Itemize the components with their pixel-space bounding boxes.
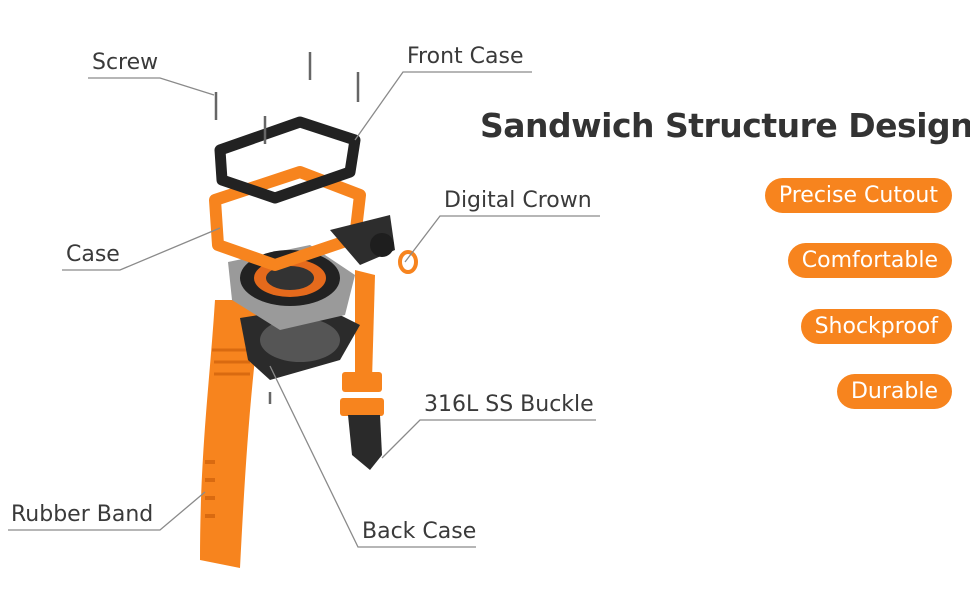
feature-badge-precise-cutout: Precise Cutout — [764, 178, 952, 213]
leader-lines — [8, 71, 600, 548]
crown-ring — [398, 250, 418, 274]
buckle — [348, 415, 382, 470]
label-rubber-band: Rubber Band — [11, 502, 154, 527]
screws — [214, 52, 360, 404]
feature-badge-comfortable: Comfortable — [787, 243, 952, 278]
label-screw: Screw — [92, 50, 159, 75]
front-case — [214, 116, 361, 204]
feature-badge-shockproof: Shockproof — [800, 309, 952, 344]
rubber-band — [200, 300, 262, 568]
label-digital-crown: Digital Crown — [444, 188, 592, 213]
label-buckle: 316L SS Buckle — [424, 392, 594, 417]
label-back-case: Back Case — [362, 519, 477, 544]
label-front-case: Front Case — [407, 44, 524, 69]
label-case: Case — [66, 242, 120, 267]
heading: Sandwich Structure Design — [480, 106, 970, 145]
feature-badge-durable: Durable — [836, 374, 952, 409]
